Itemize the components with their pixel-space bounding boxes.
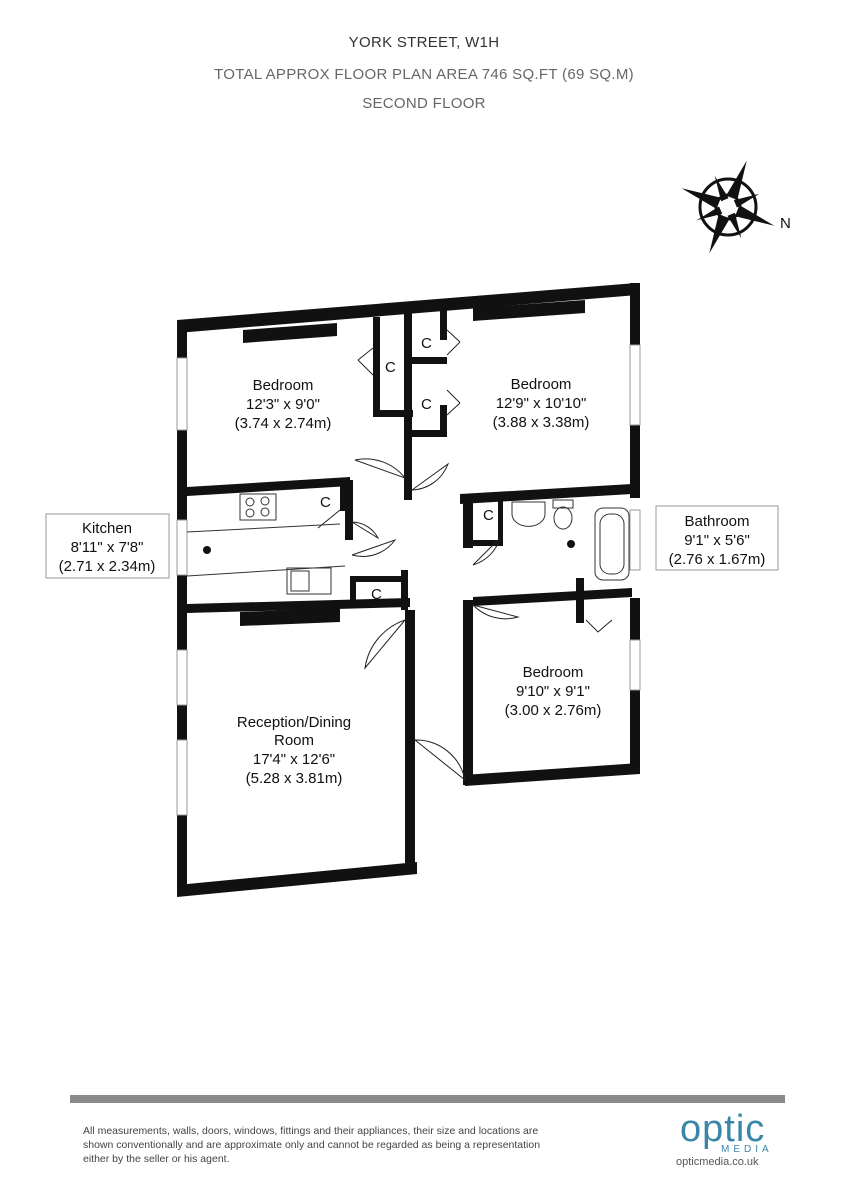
kitchen-marker xyxy=(203,546,211,554)
reception-metric: (5.28 x 3.81m) xyxy=(246,770,343,787)
website-url: opticmedia.co.uk xyxy=(676,1156,759,1168)
disclaimer-line: All measurements, walls, doors, windows,… xyxy=(83,1125,539,1137)
bathroom-imperial: 9'1" x 5'6" xyxy=(684,532,750,549)
reception-name-line1: Reception/Dining xyxy=(237,714,351,731)
walls xyxy=(177,283,640,897)
door-swings xyxy=(317,329,613,782)
floor-plan: N xyxy=(45,160,791,897)
bedroom1-name: Bedroom xyxy=(253,377,314,394)
logo-sub: MEDIA xyxy=(721,1144,773,1155)
bedroom2-imperial: 12'9" x 10'10" xyxy=(496,395,587,412)
bedroom2-metric: (3.88 x 3.38m) xyxy=(493,414,590,431)
reception-imperial: 17'4" x 12'6" xyxy=(253,751,335,768)
cupboard-label: C xyxy=(483,507,494,524)
bathroom-metric: (2.76 x 1.67m) xyxy=(669,551,766,568)
bathroom-name: Bathroom xyxy=(684,513,749,530)
bedroom3-metric: (3.00 x 2.76m) xyxy=(505,702,602,719)
cupboard-label: C xyxy=(385,359,396,376)
address-title: YORK STREET, W1H xyxy=(348,34,500,51)
bathroom-fittings xyxy=(511,499,630,581)
optic-media-logo: optic MEDIA xyxy=(676,1108,786,1170)
compass-icon xyxy=(681,160,775,254)
bedroom1-imperial: 12'3" x 9'0" xyxy=(246,396,320,413)
cupboard-label: C xyxy=(371,586,382,603)
bedroom2-name: Bedroom xyxy=(511,376,572,393)
disclaimer-line: either by the seller or his agent. xyxy=(83,1153,230,1165)
kitchen-imperial: 8'11" x 7'8" xyxy=(71,539,144,556)
bedroom3-name: Bedroom xyxy=(523,664,584,681)
floor-subtitle: SECOND FLOOR xyxy=(362,95,486,112)
kitchen-callout-box xyxy=(45,513,170,579)
windows xyxy=(176,344,641,816)
kitchen-metric: (2.71 x 2.34m) xyxy=(59,558,156,575)
compass-north-label: N xyxy=(780,215,791,232)
logo-word: optic xyxy=(680,1108,766,1150)
kitchen-fittings xyxy=(186,493,346,595)
bedroom1-metric: (3.74 x 2.74m) xyxy=(235,415,332,432)
cupboard-label: C xyxy=(421,396,432,413)
cupboard-label: C xyxy=(421,335,432,352)
kitchen-name: Kitchen xyxy=(82,520,132,537)
footer-divider xyxy=(70,1095,785,1103)
area-subtitle: TOTAL APPROX FLOOR PLAN AREA 746 SQ.FT (… xyxy=(214,66,634,83)
cupboard-label: C xyxy=(320,494,331,511)
disclaimer-line: shown conventionally and are approximate… xyxy=(83,1139,541,1151)
bedroom3-imperial: 9'10" x 9'1" xyxy=(516,683,590,700)
bathroom-marker xyxy=(567,540,575,548)
bathroom-callout-box xyxy=(655,505,779,571)
disclaimer: All measurements, walls, doors, windows,… xyxy=(83,1124,603,1166)
reception-name-line2: Room xyxy=(274,732,314,749)
